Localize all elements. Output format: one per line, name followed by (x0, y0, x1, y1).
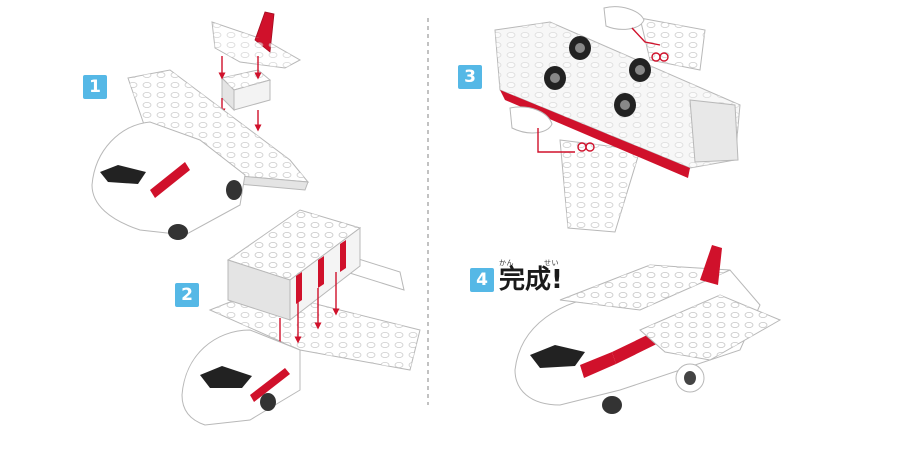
step1-illustration (91, 11, 310, 240)
completion-ruby: かん せい (499, 258, 559, 268)
step-number-badge: 1 (83, 75, 107, 99)
airplane-block-model-icon (181, 329, 301, 426)
ruby-sei: せい (544, 259, 559, 267)
airplane-block-model-icon (494, 21, 741, 178)
ruby-kan: かん (499, 259, 514, 267)
airplane-block-model-icon (514, 245, 782, 414)
step-number-badge: 4 (470, 268, 494, 292)
body-blocks-icon (226, 209, 362, 322)
connector-block-icon (221, 69, 272, 112)
step-number-badge: 2 (175, 283, 199, 307)
step2-illustration (181, 209, 421, 426)
step3-illustration (494, 6, 741, 233)
wing-part-icon (559, 17, 706, 233)
tail-part-icon (211, 11, 302, 69)
completion-text: 完成! (499, 265, 563, 295)
attach-indicator (537, 27, 669, 153)
airplane-block-model-icon (91, 121, 246, 240)
engine-icon (509, 6, 645, 134)
step4-illustration (514, 245, 782, 414)
wheel-icon (544, 36, 651, 117)
step-number-badge: 3 (458, 65, 482, 89)
